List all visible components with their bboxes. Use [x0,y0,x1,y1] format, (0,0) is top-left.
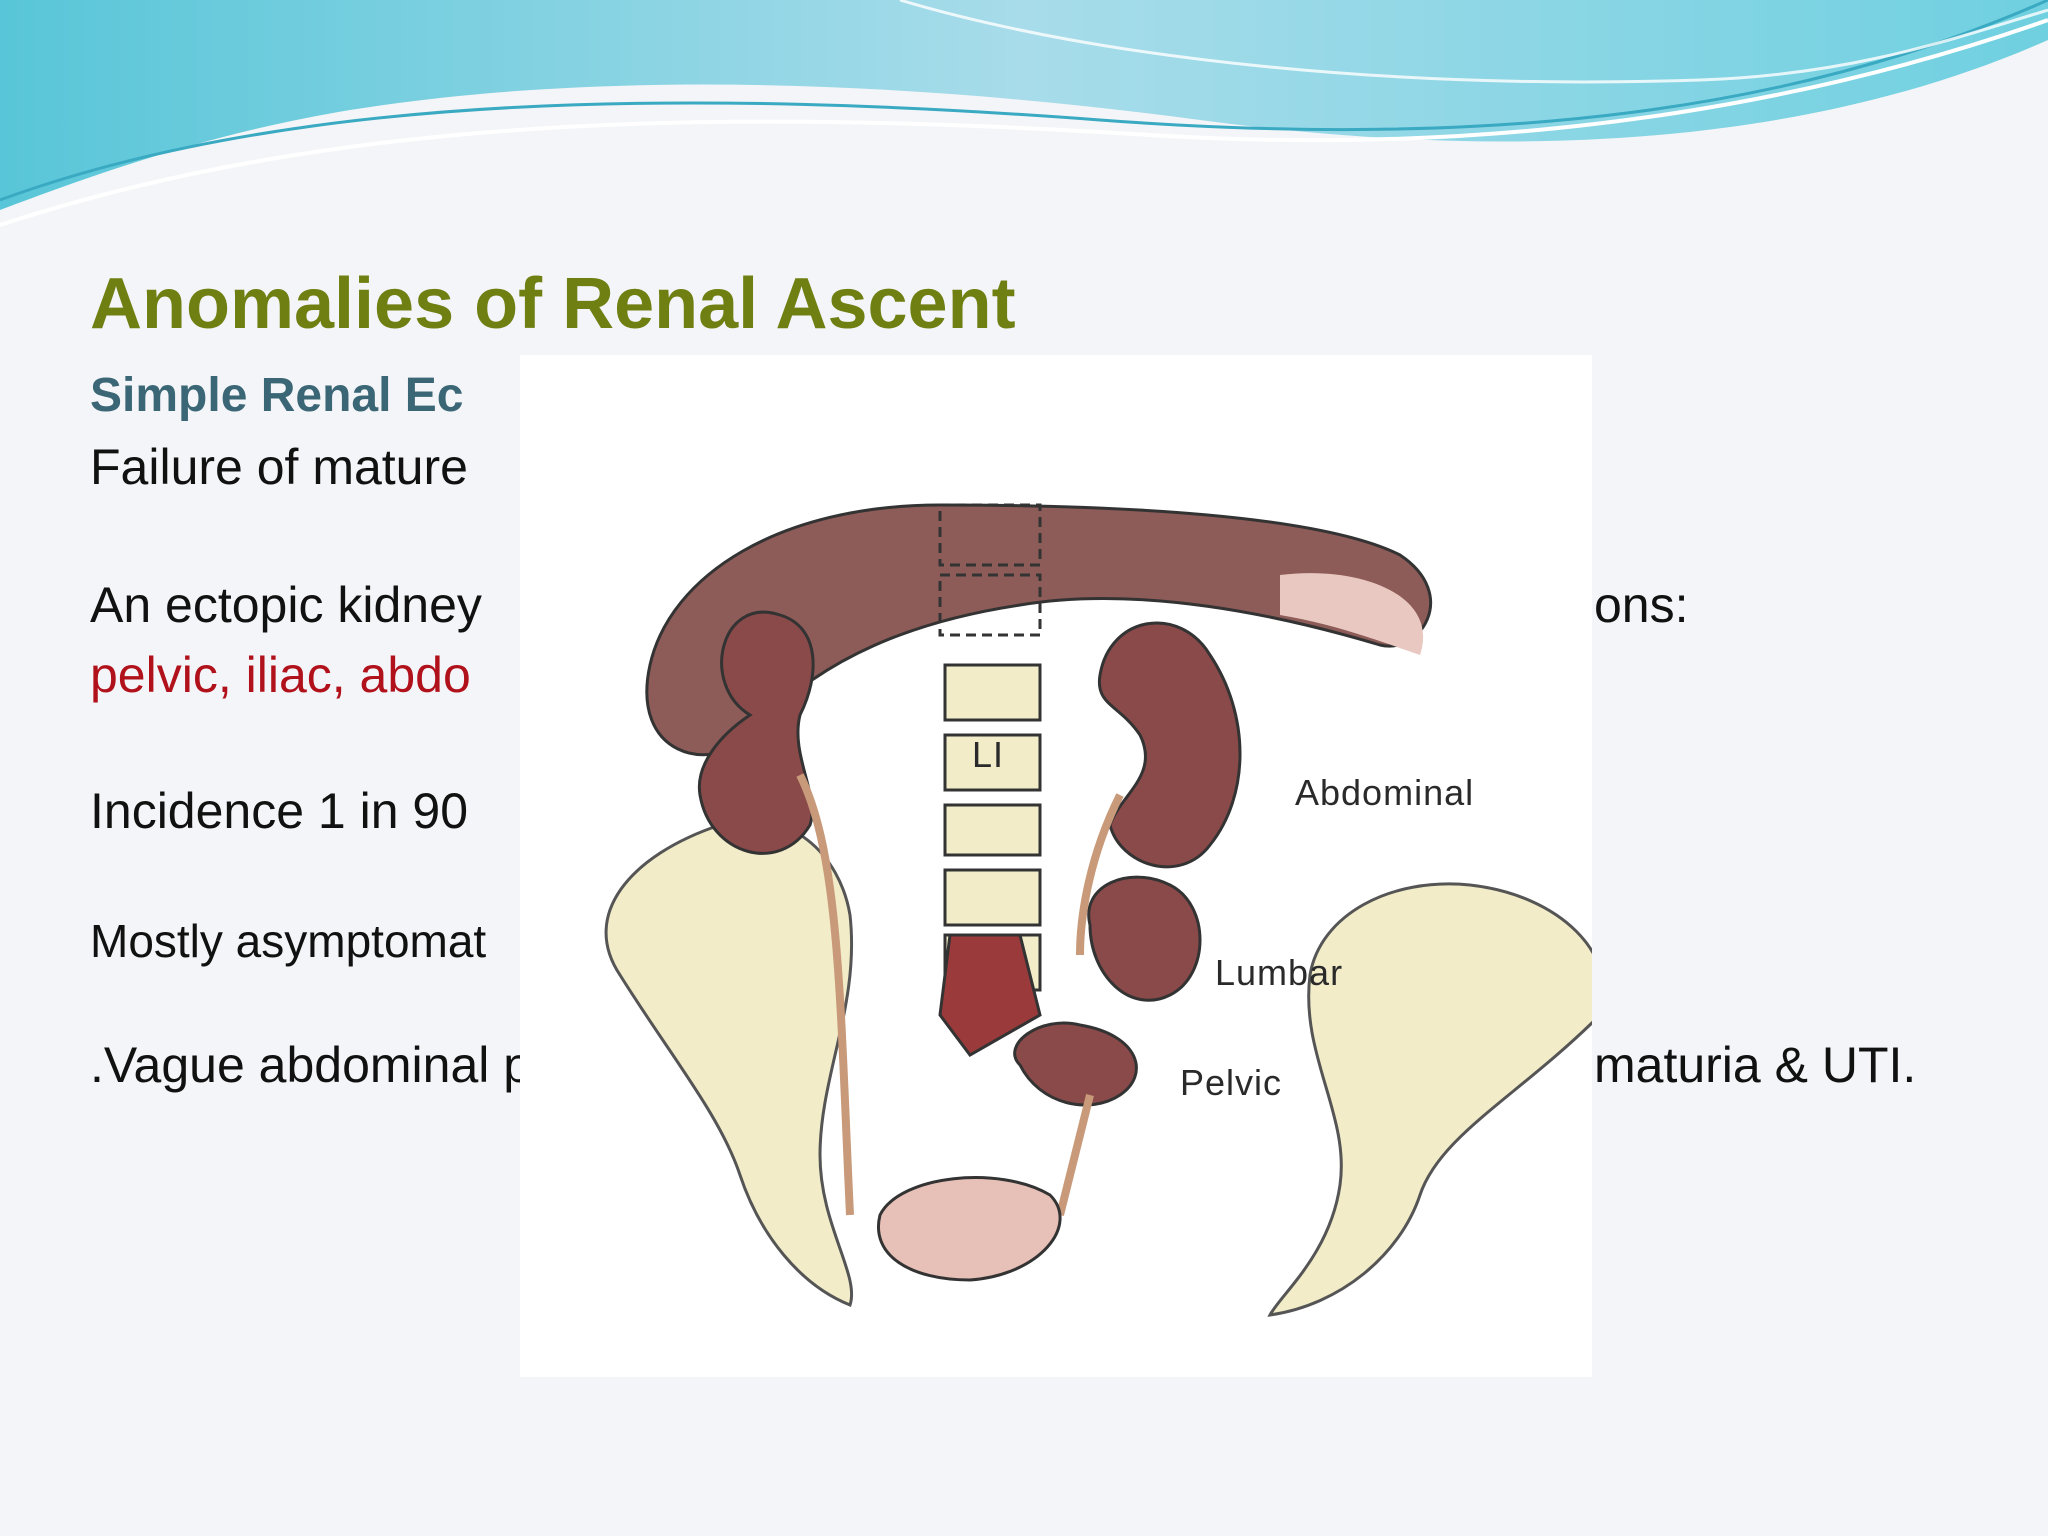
body-line-ectopic: An ectopic kidney [90,577,482,633]
body-line-asymptomatic: Mostly asymptomat [90,915,487,967]
slide-subtitle: Simple Renal Ec [90,369,464,422]
body-line-failure: Failure of mature [90,439,468,495]
illustration-drawing: LI Abdominal Lumbar Pelvic [604,503,1592,1317]
pelvis-left [604,819,854,1307]
vertebra-label: LI [972,734,1004,775]
renal-ectopia-illustration: LI Abdominal Lumbar Pelvic [520,355,1592,1377]
body-line-symptoms: .Vague abdominal p [90,1037,532,1093]
label-abdominal: Abdominal [1295,772,1474,813]
label-pelvic: Pelvic [1180,1062,1282,1103]
body-line-incidence: Incidence 1 in 90 [90,783,469,839]
slide-title: Anomalies of Renal Ascent [90,264,1016,344]
kidney-pelvic [1013,1021,1138,1107]
header-wave-decoration [0,0,2048,227]
label-lumbar: Lumbar [1215,952,1343,993]
bladder [877,1176,1062,1282]
kidney-lumbar [1087,875,1202,1002]
body-line-ectopic-tail: ons: [1594,577,1689,633]
body-line-symptoms-tail: maturia & UTI. [1594,1037,1917,1093]
kidney-left [1097,621,1242,869]
kidney-right [697,610,815,855]
body-line-locations: pelvic, iliac, abdo [90,647,471,703]
pelvis-right [1267,882,1592,1317]
